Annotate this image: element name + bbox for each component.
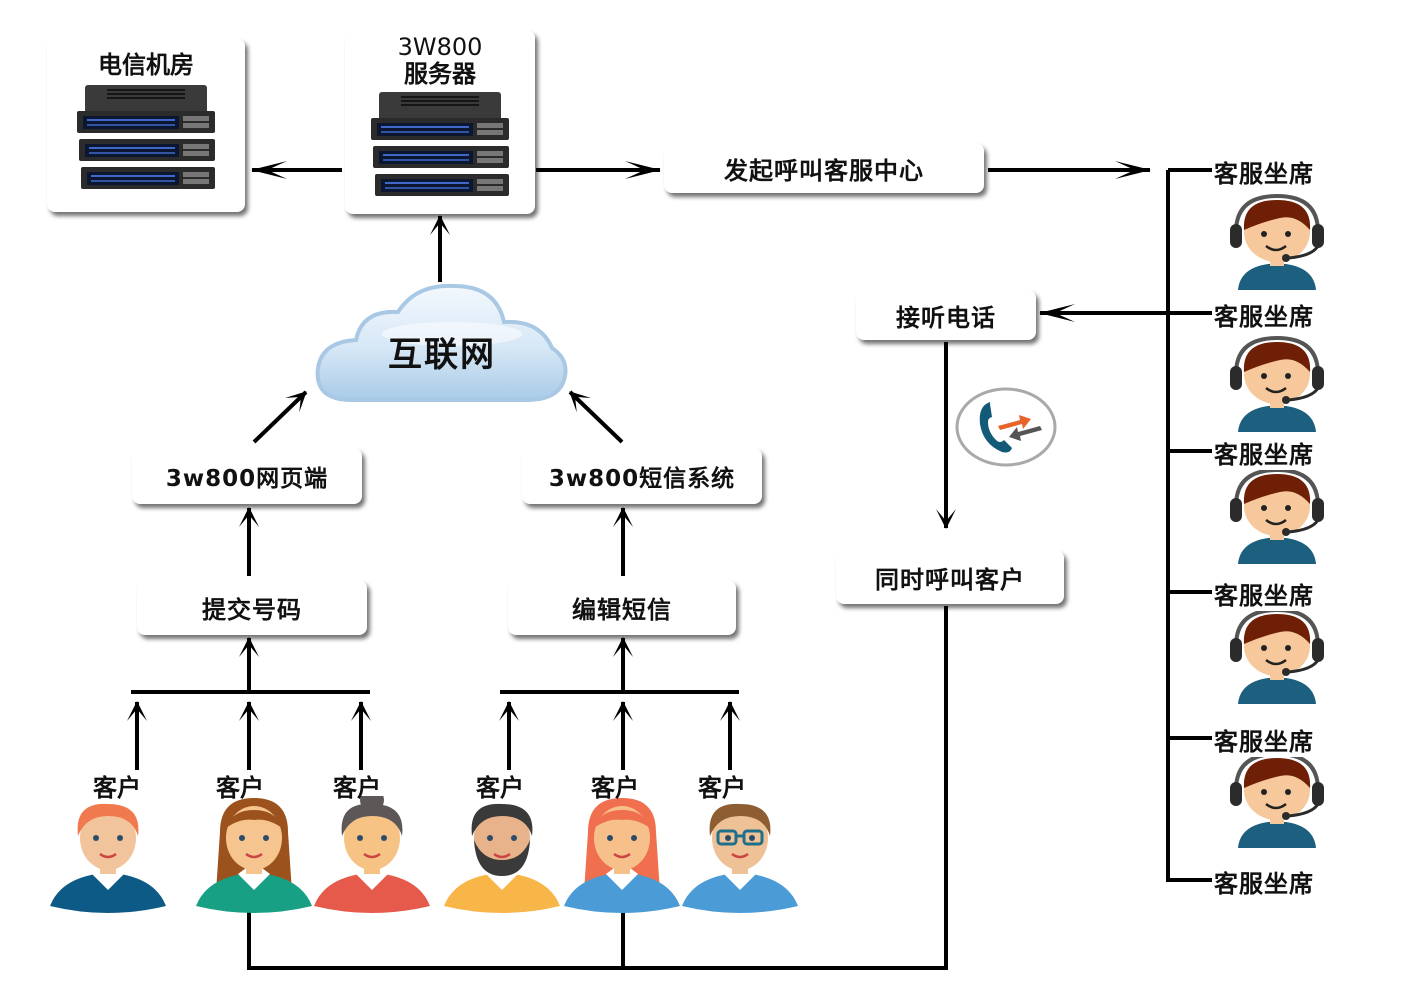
customer-label: 客户 (216, 774, 264, 802)
edit-sms-label: 编辑短信 (572, 596, 672, 624)
phone-transfer-icon (955, 387, 1057, 467)
customer-label: 客户 (591, 774, 639, 802)
sms-system-label: 3w800短信系统 (548, 466, 736, 492)
customer-label: 客户 (93, 774, 141, 802)
customer-avatar (560, 796, 684, 918)
customer-avatar (310, 788, 434, 918)
customer-avatar (192, 796, 316, 918)
agent-label: 客服坐席 (1212, 297, 1314, 332)
call-customers-node: 同时呼叫客户 (836, 550, 1064, 604)
agent-headset-avatar (1222, 193, 1332, 294)
call-customers-label: 同时呼叫客户 (875, 565, 1025, 594)
web-portal-label: 3w800网页端 (165, 466, 329, 492)
agent-headset-avatar (1222, 335, 1332, 436)
server-title-line1: 3W800 (397, 33, 483, 61)
telecom-room-node: 电信机房 (47, 38, 245, 212)
customer-avatar (440, 796, 564, 918)
agent-headset-avatar (1222, 751, 1332, 852)
submit-number-node: 提交号码 (137, 580, 367, 635)
agent-label: 客服坐席 (1212, 435, 1314, 470)
server-rack-icon (77, 85, 215, 189)
web-portal-node: 3w800网页端 (132, 448, 362, 504)
customer-label: 客户 (476, 774, 524, 802)
telecom-room-label: 电信机房 (98, 51, 194, 79)
internet-node: 互联网 (312, 282, 572, 407)
answer-call-label: 接听电话 (896, 303, 996, 332)
arrow-web-to-cloud (252, 390, 308, 444)
call-center-node: 发起呼叫客服中心 (664, 143, 984, 193)
edit-sms-node: 编辑短信 (508, 580, 736, 635)
arrow-sms-to-cloud (568, 390, 624, 444)
agent-headset-avatar (1222, 607, 1332, 708)
customer-avatar (46, 796, 170, 918)
agent-headset-avatar (1222, 467, 1332, 568)
server-title-line2: 服务器 (404, 60, 476, 88)
submit-number-label: 提交号码 (202, 596, 302, 624)
agent-label: 客服坐席 (1212, 722, 1314, 757)
call-center-label: 发起呼叫客服中心 (724, 156, 924, 185)
cloud-icon (315, 283, 568, 402)
customer-label: 客户 (698, 774, 746, 802)
server-node: 3W800 服务器 (345, 30, 535, 214)
agent-label: 客服坐席 (1212, 864, 1314, 899)
callback-loop (247, 606, 948, 970)
customer-avatar (678, 796, 802, 918)
server-rack-icon (371, 92, 509, 196)
answer-call-node: 接听电话 (856, 290, 1036, 340)
customer-label: 客户 (333, 774, 381, 802)
sms-system-node: 3w800短信系统 (522, 448, 762, 504)
agent-label: 客服坐席 (1212, 576, 1314, 611)
internet-label: 互联网 (388, 335, 496, 375)
agent-label: 客服坐席 (1212, 154, 1314, 189)
